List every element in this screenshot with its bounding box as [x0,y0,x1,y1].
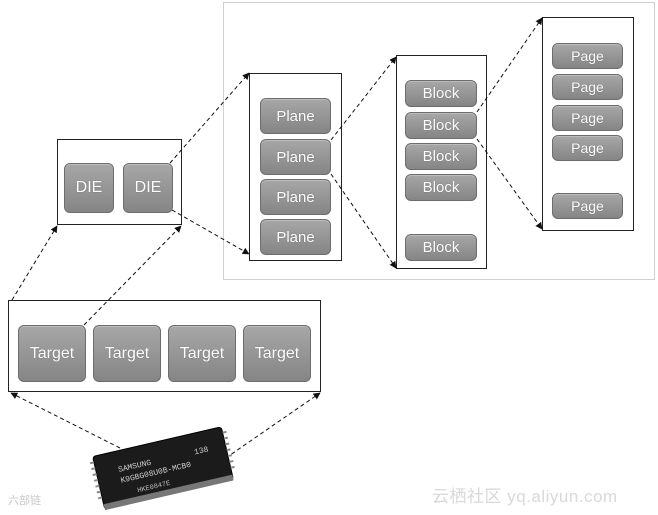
block-box-4: Block [405,174,477,201]
page-box-4: Page [552,135,623,161]
nand-chip-image: SAMSUNG 138 K9GBG08U0B-MCB0 HKE0847E [89,426,235,511]
arrow-target-to-die-left [11,225,58,301]
plane-box-4: Plane [260,219,331,255]
target-box-3: Target [168,325,236,382]
die-box-1: DIE [64,163,114,213]
block-box-1: Block [405,80,477,107]
arrow-chip-to-target-left [10,392,121,449]
page-box-3: Page [552,105,623,131]
watermark-right-text: 云栖社区 yq.aliyun.com [432,487,618,506]
arrow-chip-to-target-right [219,392,321,463]
target-box-1: Target [18,325,86,382]
plane-box-1: Plane [260,98,331,134]
block-box-2: Block [405,112,477,139]
watermark-left-text: 六部链 [8,495,41,507]
plane-box-3: Plane [260,179,331,215]
block-box-5: Block [405,234,477,261]
die-box-2: DIE [123,163,173,213]
page-box-2: Page [552,74,623,100]
block-box-3: Block [405,143,477,170]
page-box-5: Page [552,193,623,219]
watermark-right: 云栖社区 yq.aliyun.com [432,482,618,507]
chip-code-text: HKE0847E [137,480,172,495]
chip-lot-text: 138 [193,445,209,457]
chip-brand-text: SAMSUNG [117,459,152,475]
chip-part-number-text: K9GBG08U0B-MCB0 [120,461,192,486]
target-box-2: Target [93,325,161,382]
plane-box-2: Plane [260,139,331,175]
target-box-4: Target [243,325,311,382]
page-box-1: Page [552,43,623,69]
watermark-left: 六部链 [8,492,41,508]
